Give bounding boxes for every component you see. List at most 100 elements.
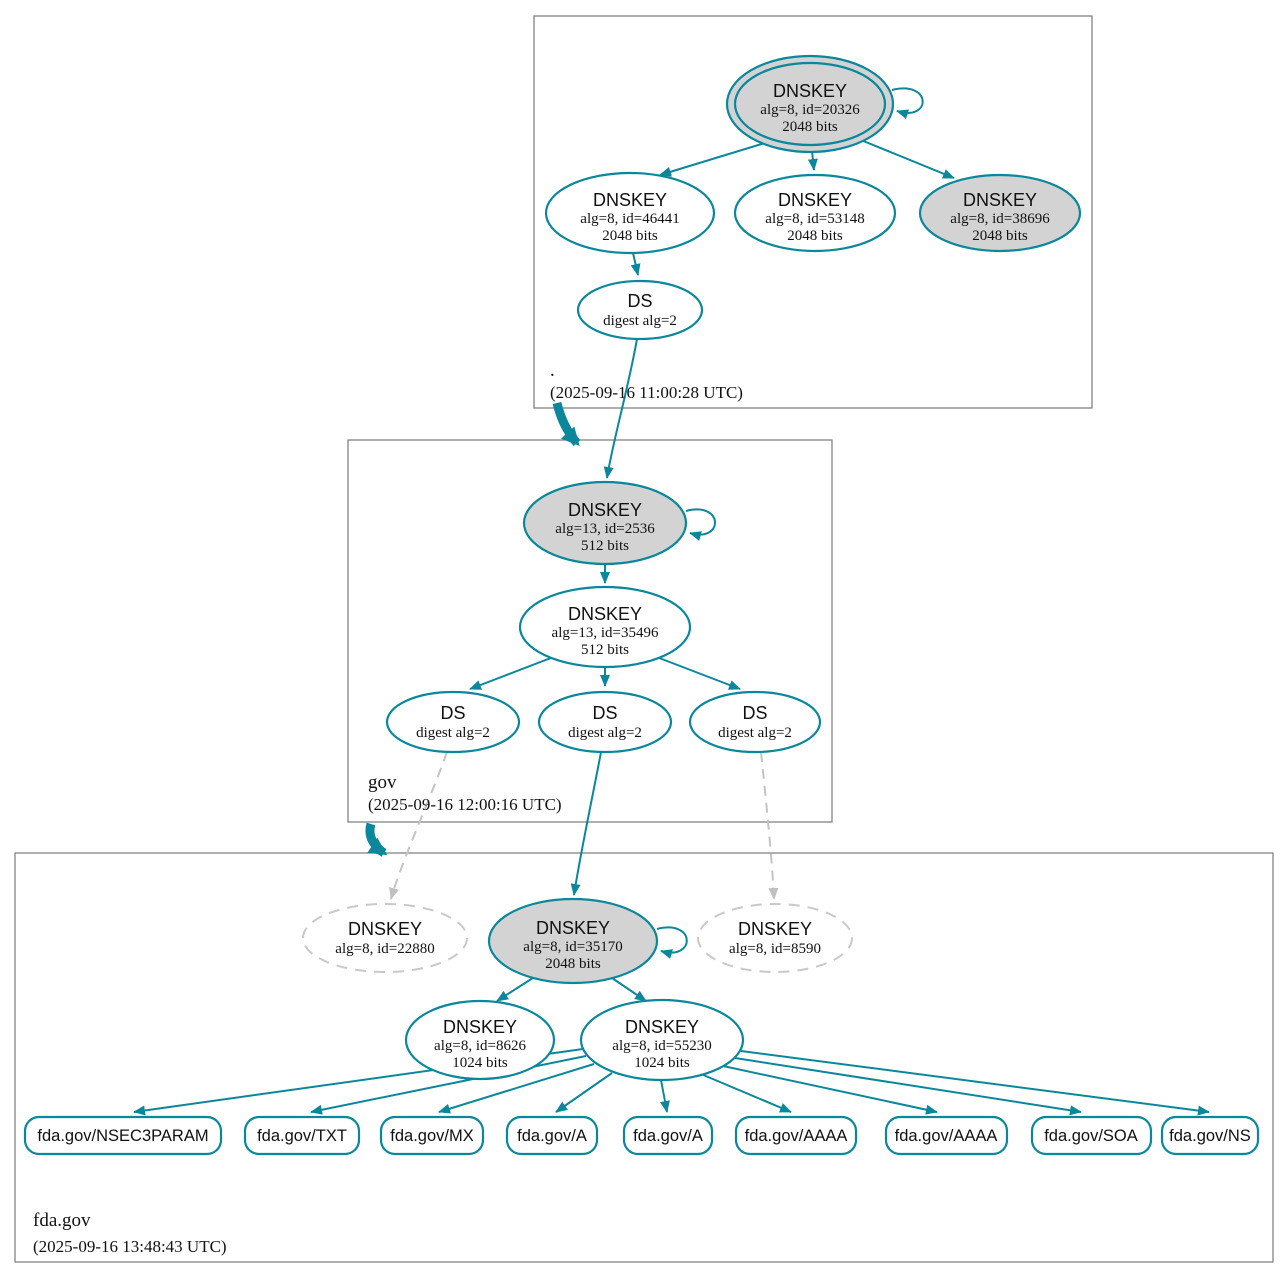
node-detail: digest alg=2 — [416, 725, 490, 741]
node-root-dnskey-46441[interactable]: DNSKEY alg=8, id=46441 2048 bits — [544, 171, 716, 255]
zone-label-root: . — [550, 360, 555, 381]
edge-root-ds-to-gov-ksk — [603, 338, 638, 479]
edge-root-ksk-to-zsk1 — [659, 141, 769, 177]
edge-root-ksk-self-loop — [891, 87, 924, 120]
edge-fda-zsk2-to-rrset-txt — [310, 1055, 587, 1115]
node-title: DNSKEY — [778, 190, 852, 210]
node-root-ksk-20326[interactable]: DNSKEY alg=8, id=20326 2048 bits — [725, 54, 895, 154]
node-gov-zsk-35496[interactable]: DNSKEY alg=13, id=35496 512 bits — [518, 585, 692, 669]
node-bits: 2048 bits — [782, 119, 838, 135]
rrset-label: fda.gov/AAAA — [745, 1127, 848, 1145]
edge-fda-zsk2-to-rrset-a1 — [555, 1072, 613, 1113]
edge-fda-zsk2-to-rrset-a2 — [660, 1079, 670, 1113]
rrset-ns[interactable]: fda.gov/NS — [1160, 1115, 1260, 1156]
node-detail: alg=8, id=53148 — [765, 211, 864, 227]
node-detail: alg=13, id=2536 — [555, 521, 655, 537]
rrset-label: fda.gov/NSEC3PARAM — [37, 1127, 208, 1145]
rrset-label: fda.gov/NS — [1169, 1127, 1251, 1145]
node-title: DNSKEY — [738, 919, 812, 939]
edge-gov-zsk-to-ds1 — [469, 655, 557, 690]
node-gov-ds1[interactable]: DS digest alg=2 — [385, 690, 521, 754]
node-gov-ksk-2536[interactable]: DNSKEY alg=13, id=2536 512 bits — [522, 480, 688, 566]
node-fda-missing-dnskey-22880[interactable]: DNSKEY alg=8, id=22880 — [302, 903, 468, 973]
edge-gov-zone-to-fda-zone — [365, 822, 388, 857]
node-detail: alg=8, id=22880 — [335, 941, 434, 957]
node-title: DNSKEY — [773, 81, 847, 101]
node-detail: alg=8, id=35170 — [523, 939, 622, 955]
rrset-label: fda.gov/MX — [390, 1127, 473, 1145]
zone-box-root — [533, 15, 1093, 409]
node-bits: 512 bits — [581, 642, 629, 658]
node-detail: alg=8, id=38696 — [950, 211, 1050, 227]
node-fda-zsk-8626[interactable]: DNSKEY alg=8, id=8626 1024 bits — [404, 999, 556, 1081]
node-detail: alg=8, id=20326 — [760, 102, 860, 118]
rrset-a2[interactable]: fda.gov/A — [622, 1115, 714, 1156]
edge-fda-ksk-to-zsk1 — [496, 975, 537, 1002]
node-title: DNSKEY — [568, 500, 642, 520]
node-fda-missing-dnskey-8590[interactable]: DNSKEY alg=8, id=8590 — [697, 903, 853, 973]
edge-fda-ksk-self-loop — [656, 926, 688, 959]
rrset-aaaa2[interactable]: fda.gov/AAAA — [884, 1115, 1009, 1156]
edge-gov-ds3-to-fda-missing-key-8590 — [760, 751, 779, 900]
node-root-dnskey-53148[interactable]: DNSKEY alg=8, id=53148 2048 bits — [733, 173, 897, 253]
edge-gov-zsk-to-ds3 — [653, 655, 741, 690]
node-title: DS — [440, 703, 465, 723]
node-bits: 2048 bits — [972, 228, 1028, 244]
rrset-soa[interactable]: fda.gov/SOA — [1030, 1115, 1153, 1156]
node-title: DNSKEY — [625, 1017, 699, 1037]
node-title: DS — [742, 703, 767, 723]
rrset-mx[interactable]: fda.gov/MX — [379, 1115, 485, 1156]
node-title: DNSKEY — [963, 190, 1037, 210]
zone-timestamp-gov: (2025-09-16 12:00:16 UTC) — [368, 795, 562, 814]
zone-box-gov — [347, 439, 833, 823]
node-fda-zsk-55230[interactable]: DNSKEY alg=8, id=55230 1024 bits — [579, 998, 745, 1082]
edge-root-ksk-to-zsk3 — [855, 137, 955, 179]
node-bits: 2048 bits — [602, 228, 658, 244]
node-bits: 512 bits — [581, 538, 629, 554]
rrset-nsec3param[interactable]: fda.gov/NSEC3PARAM — [23, 1115, 223, 1156]
node-gov-ds3[interactable]: DS digest alg=2 — [688, 690, 822, 754]
node-root-dnskey-38696[interactable]: DNSKEY alg=8, id=38696 2048 bits — [918, 173, 1082, 253]
edge-gov-ds1-to-fda-missing-key-22880 — [389, 751, 448, 900]
node-detail: alg=8, id=8626 — [434, 1038, 526, 1054]
node-bits: 2048 bits — [545, 956, 601, 972]
node-title: DNSKEY — [568, 604, 642, 624]
node-title: DS — [627, 291, 652, 311]
rrset-a1[interactable]: fda.gov/A — [505, 1115, 599, 1156]
edge-fda-zsk2-to-rrset-soa — [734, 1057, 1082, 1116]
node-root-ds[interactable]: DS digest alg=2 — [576, 279, 704, 341]
edge-gov-ds2-to-fda-ksk — [570, 751, 602, 896]
edge-gov-ksk-self-loop — [685, 508, 716, 541]
rrset-txt[interactable]: fda.gov/TXT — [243, 1115, 361, 1156]
node-title: DNSKEY — [536, 918, 610, 938]
zone-label-fda-gov: fda.gov — [33, 1210, 91, 1231]
node-gov-ds2[interactable]: DS digest alg=2 — [537, 690, 673, 754]
node-detail: digest alg=2 — [603, 313, 677, 329]
node-bits: 1024 bits — [452, 1055, 508, 1071]
edge-fda-zsk2-to-rrset-aaaa1 — [700, 1073, 792, 1113]
edge-fda-zsk2-to-rrset-mx — [438, 1063, 595, 1114]
edge-fda-ksk-to-zsk2 — [611, 977, 647, 1002]
node-title: DS — [592, 703, 617, 723]
zone-label-gov: gov — [368, 772, 397, 793]
edge-root-zone-to-gov-zone — [552, 401, 581, 447]
node-detail: alg=8, id=8590 — [729, 941, 821, 957]
node-detail: alg=13, id=35496 — [552, 625, 659, 641]
rrset-label: fda.gov/A — [633, 1127, 703, 1145]
node-bits: 2048 bits — [787, 228, 843, 244]
zone-timestamp-root: (2025-09-16 11:00:28 UTC) — [550, 383, 743, 402]
rrset-aaaa1[interactable]: fda.gov/AAAA — [734, 1115, 858, 1156]
node-title: DNSKEY — [443, 1017, 517, 1037]
node-detail: digest alg=2 — [718, 725, 792, 741]
zone-timestamp-fda-gov: (2025-09-16 13:48:43 UTC) — [33, 1237, 227, 1256]
zone-box-fda-gov — [14, 852, 1274, 1263]
edge-fda-zsk2-to-rrset-aaaa2 — [722, 1065, 938, 1115]
edge-fda-zsk2-to-rrset-ns — [740, 1050, 1210, 1116]
node-detail: alg=8, id=46441 — [580, 211, 679, 227]
node-fda-ksk-35170[interactable]: DNSKEY alg=8, id=35170 2048 bits — [487, 897, 659, 985]
node-title: DNSKEY — [348, 919, 422, 939]
rrset-label: fda.gov/AAAA — [895, 1127, 998, 1145]
node-detail: alg=8, id=55230 — [612, 1038, 711, 1054]
